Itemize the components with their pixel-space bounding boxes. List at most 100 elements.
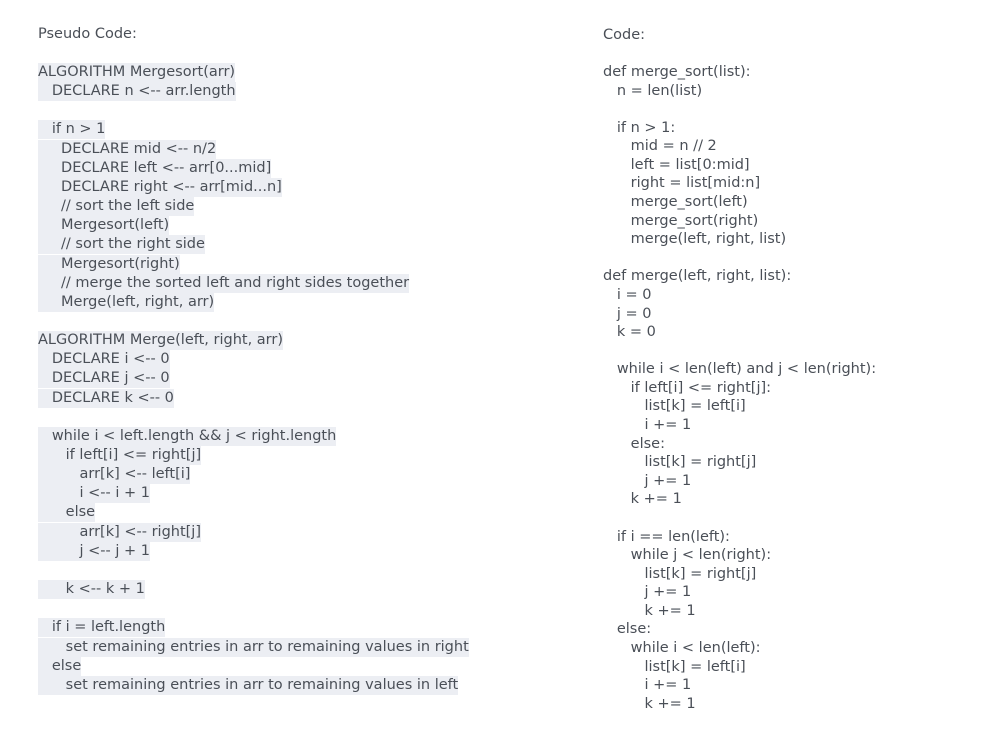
code-line: else: (603, 435, 665, 454)
pseudo-line-text: else (38, 656, 82, 676)
code-line: list[k] = left[i] (603, 658, 746, 677)
code-line: k += 1 (603, 602, 696, 621)
pseudo-code-heading: Pseudo Code: (38, 26, 137, 42)
code-line: i += 1 (603, 416, 691, 435)
pseudo-line-text: arr[k] <-- left[i] (38, 465, 191, 485)
code-line-text: list[k] = right[j] (603, 565, 757, 582)
pseudo-line: ALGORITHM Mergesort(arr) (38, 63, 236, 82)
code-line-text: if left[i] <= right[j]: (603, 379, 772, 396)
pseudo-line-text: arr[k] <-- right[j] (38, 522, 201, 542)
pseudo-line-text: set remaining entries in arr to remainin… (38, 675, 459, 695)
code-line-text: list[k] = right[j] (603, 454, 757, 471)
pseudo-line: DECLARE k <-- 0 (38, 388, 174, 408)
code-line: k = 0 (603, 323, 656, 342)
pseudo-line: // sort the left side (38, 197, 195, 217)
code-line: merge(left, right, list) (603, 230, 787, 249)
pseudo-line: ALGORITHM Merge(left, right, arr) (38, 331, 283, 351)
pseudo-line-text: if n > 1 (38, 120, 106, 140)
code-line-text: k += 1 (603, 491, 682, 508)
pseudo-line: DECLARE n <-- arr.length (38, 82, 236, 102)
pseudo-line-text: // sort the left side (38, 197, 195, 217)
code-line-text: else: (603, 435, 665, 452)
code-line-text: list[k] = left[i] (603, 658, 746, 675)
code-line-text: if i == len(left): (603, 528, 730, 545)
pseudo-line: j <-- j + 1 (38, 541, 150, 561)
pseudo-line: if i = left.length (38, 618, 166, 638)
code-line: k += 1 (603, 695, 696, 714)
code-line: i += 1 (603, 676, 691, 695)
code-line: def merge_sort(list): (603, 63, 751, 82)
pseudo-line-text: ALGORITHM Mergesort(arr) (38, 63, 236, 82)
code-line-text: while i < len(left) and j < len(right): (603, 361, 877, 378)
pseudo-line-text: // sort the right side (38, 235, 205, 255)
code-line: if n > 1: (603, 119, 675, 138)
code-line-text: merge_sort(left) (603, 194, 748, 211)
code-line: merge_sort(left) (603, 193, 748, 212)
code-line: list[k] = right[j] (603, 453, 756, 472)
code-line: left = list[0:mid] (603, 156, 750, 175)
pseudo-line: i <-- i + 1 (38, 484, 150, 504)
pseudo-line-text: // merge the sorted left and right sides… (38, 273, 410, 293)
code-heading: Code: (603, 27, 646, 43)
code-line: if i == len(left): (603, 528, 730, 547)
pseudo-line-text: DECLARE right <-- arr[mid...n] (38, 177, 282, 197)
code-line-text: i += 1 (603, 677, 692, 694)
pseudo-line: Merge(left, right, arr) (38, 292, 215, 312)
pseudo-line-text: DECLARE j <-- 0 (38, 369, 170, 389)
code-line: else: (603, 620, 651, 639)
pseudo-line-text: if i = left.length (38, 618, 166, 638)
pseudo-line-text: if left[i] <= right[j] (38, 446, 202, 465)
code-line-text: list[k] = left[i] (603, 398, 746, 415)
code-line-text: j += 1 (603, 584, 692, 601)
code-line: while j < len(right): (603, 546, 771, 565)
pseudo-line: // sort the right side (38, 235, 205, 255)
code-line-text: k += 1 (603, 602, 696, 619)
code-line: j = 0 (603, 305, 652, 324)
pseudo-line: set remaining entries in arr to remainin… (38, 637, 469, 657)
code-line-text: else: (603, 621, 652, 638)
pseudo-line-text: k <-- k + 1 (38, 580, 145, 600)
pseudo-line-text: while i < left.length && j < right.lengt… (38, 426, 337, 446)
code-line-text: def merge_sort(list): (603, 64, 751, 80)
code-line: def merge(left, right, list): (603, 267, 791, 286)
code-line-text: while j < len(right): (603, 547, 772, 564)
pseudo-line: else (38, 503, 96, 523)
pseudo-line-text: set remaining entries in arr to remainin… (38, 637, 469, 657)
code-line: i = 0 (603, 286, 652, 305)
pseudo-line: if n > 1 (38, 120, 106, 140)
pseudo-line: arr[k] <-- right[j] (38, 522, 201, 542)
code-line: k += 1 (603, 490, 682, 509)
code-line: merge_sort(right) (603, 212, 759, 231)
code-line-text: left = list[0:mid] (603, 156, 750, 173)
code-line: j += 1 (603, 583, 691, 602)
pseudo-line: else (38, 656, 82, 676)
pseudo-line: DECLARE mid <-- n/2 (38, 139, 217, 159)
code-line-text: j += 1 (603, 472, 692, 489)
code-line-text: right = list[mid:n] (603, 175, 761, 192)
code-line-text: merge(left, right, list) (603, 231, 787, 248)
code-line-text: k += 1 (603, 695, 696, 712)
pseudo-line-text: Mergesort(left) (38, 216, 170, 236)
code-line: while i < len(left) and j < len(right): (603, 360, 876, 379)
pseudo-line: DECLARE i <-- 0 (38, 350, 170, 370)
code-line-text: i += 1 (603, 417, 692, 434)
code-line-text: while i < len(left): (603, 639, 761, 656)
pseudo-line-text: j <-- j + 1 (38, 541, 150, 561)
pseudo-line: DECLARE left <-- arr[0...mid] (38, 158, 272, 178)
pseudo-line-text: Merge(left, right, arr) (38, 292, 215, 312)
pseudo-line-text: Mergesort(right) (38, 254, 180, 274)
code-line-text: mid = n // 2 (603, 138, 717, 155)
pseudo-line-text: i <-- i + 1 (38, 484, 150, 504)
pseudo-line: k <-- k + 1 (38, 580, 145, 600)
code-line-text: k = 0 (603, 324, 656, 341)
pseudo-line: arr[k] <-- left[i] (38, 465, 191, 485)
pseudo-line: DECLARE right <-- arr[mid...n] (38, 177, 282, 197)
code-line-text: i = 0 (603, 286, 652, 303)
code-line-text: j = 0 (603, 305, 652, 322)
pseudo-line: Mergesort(left) (38, 216, 170, 236)
pseudo-line-text: DECLARE left <-- arr[0...mid] (38, 158, 272, 178)
pseudo-line-text: DECLARE i <-- 0 (38, 350, 170, 370)
pseudo-line: DECLARE j <-- 0 (38, 369, 170, 389)
code-line: mid = n // 2 (603, 137, 717, 156)
pseudo-line: Mergesort(right) (38, 254, 180, 274)
